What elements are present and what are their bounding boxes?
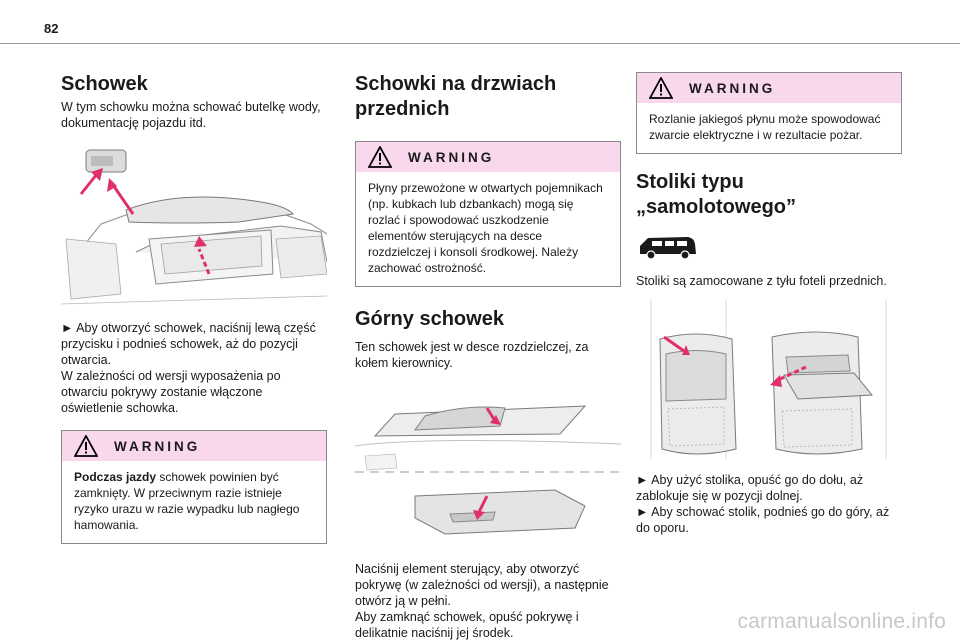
- tables-intro: Stoliki są zamocowane z tyłu foteli prze…: [636, 274, 887, 288]
- header-rule: [0, 43, 960, 44]
- warning-box-glovebox: WARNING Podczas jazdy schowek powinien b…: [61, 430, 327, 544]
- section-title-glovebox: Schowek: [61, 73, 148, 95]
- warning-title: WARNING: [408, 149, 495, 165]
- page-number: 82: [44, 21, 59, 36]
- van-silhouette-icon: [640, 237, 696, 260]
- column-glovebox: Schowek W tym schowku można schować bute…: [61, 72, 327, 544]
- glovebox-instruction-open: ► Aby otworzyć schowek, naciśnij lewą cz…: [61, 321, 316, 367]
- tables-instruction-stow: ► Aby schować stolik, podnieś go do góry…: [636, 505, 890, 535]
- tables-instruction-use: ► Aby użyć stolika, opuść go do dołu, aż…: [636, 473, 864, 503]
- upper-storage-instruction-open: Naciśnij element sterujący, aby otworzyć…: [355, 562, 609, 608]
- tables-illustration: [650, 299, 887, 459]
- warning-bold-text: Podczas jazdy: [74, 470, 157, 484]
- glovebox-instruction-light: W zależności od wersji wyposażenia po ot…: [61, 369, 281, 415]
- section-title-upper-storage: Górny schowek: [355, 308, 504, 330]
- section-title-tables: Stoliki typu „samolotowego”: [636, 171, 797, 218]
- warning-triangle-icon: [368, 146, 392, 168]
- watermark-footer: carmanualsonline.info: [737, 610, 946, 633]
- warning-box-door-pockets: WARNING Płyny przewożone w otwartych poj…: [355, 141, 621, 287]
- upper-storage-intro: Ten schowek jest w desce rozdzielczej, z…: [355, 340, 589, 370]
- section-title-door-pockets: Schowki na drzwiach przednich: [355, 73, 557, 120]
- glovebox-illustration: [61, 149, 327, 305]
- warning-title: WARNING: [689, 80, 776, 96]
- warning-box-tables: WARNING Rozlanie jakiegoś płynu może spo…: [636, 72, 902, 154]
- warning-text: schowek powinien być zamknięty. W przeci…: [74, 470, 300, 532]
- warning-triangle-icon: [649, 77, 673, 99]
- warning-text: Płyny przewożone w otwartych pojemnikach…: [368, 181, 603, 275]
- upper-storage-instruction-close: Aby zamknąć schowek, opuść pokrywę i del…: [355, 610, 579, 640]
- column-tables: WARNING Rozlanie jakiegoś płynu może spo…: [636, 72, 902, 536]
- column-door-pockets: Schowki na drzwiach przednich WARNING Pł…: [355, 72, 621, 641]
- warning-title: WARNING: [114, 438, 201, 454]
- warning-triangle-icon: [74, 435, 98, 457]
- warning-text: Rozlanie jakiegoś płynu może spowodować …: [649, 112, 881, 142]
- upper-storage-illustration: [355, 405, 621, 535]
- glovebox-intro: W tym schowku można schować butelkę wody…: [61, 100, 321, 130]
